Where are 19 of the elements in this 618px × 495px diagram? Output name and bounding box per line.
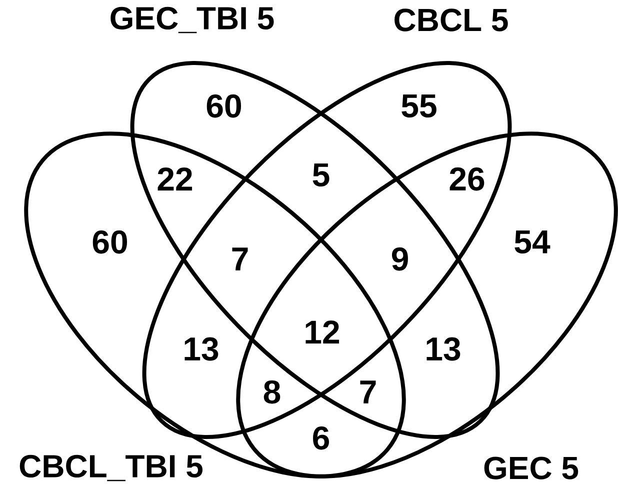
region-count: 13 [184, 337, 218, 361]
set-label: GEC 5 [484, 456, 578, 480]
region-count: 12 [306, 320, 340, 344]
set-label: GEC_TBI 5 [110, 6, 274, 34]
region-count: 7 [232, 248, 248, 270]
region-count: 26 [450, 167, 484, 191]
region-count: 7 [360, 380, 376, 404]
region-count: 8 [264, 380, 280, 404]
region-count: 6 [313, 426, 329, 450]
set-label: CBCL 5 [394, 8, 508, 32]
region-count: 54 [514, 230, 550, 254]
region-count: 55 [402, 94, 436, 118]
region-count: 22 [158, 167, 192, 191]
region-count: 9 [392, 247, 408, 271]
region-count: 60 [92, 230, 127, 254]
set-label: CBCL_TBI 5 [20, 454, 203, 482]
region-count: 5 [312, 163, 330, 187]
region-count: 13 [426, 337, 460, 361]
region-count: 60 [206, 94, 241, 118]
